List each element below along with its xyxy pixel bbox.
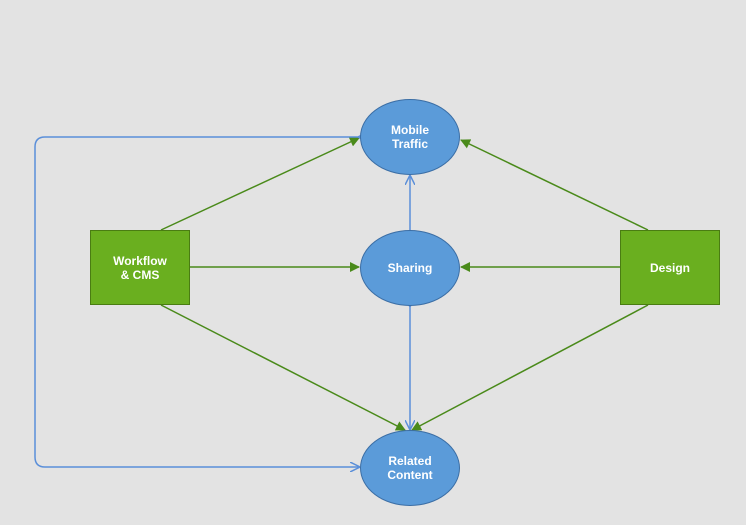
node-sharing: Sharing	[360, 230, 460, 306]
node-design: Design	[620, 230, 720, 305]
edge-design-to-related-content	[411, 304, 649, 431]
edge-mobile-traffic-related-content-loop	[34, 137, 359, 467]
node-mobile-traffic-label: Mobile Traffic	[391, 123, 429, 151]
node-sharing-label: Sharing	[387, 261, 433, 275]
node-workflow-cms-label: Workflow & CMS	[113, 253, 167, 282]
edge-workflow-to-mobile-traffic	[160, 137, 360, 231]
node-mobile-traffic: Mobile Traffic	[360, 99, 460, 175]
node-workflow-cms: Workflow & CMS	[90, 230, 190, 305]
node-design-label: Design	[649, 260, 690, 275]
node-related-content-label: Related Content	[387, 454, 433, 482]
edge-design-to-mobile-traffic	[460, 139, 649, 231]
edge-workflow-to-related-content	[160, 304, 406, 431]
node-related-content: Related Content	[360, 430, 460, 506]
